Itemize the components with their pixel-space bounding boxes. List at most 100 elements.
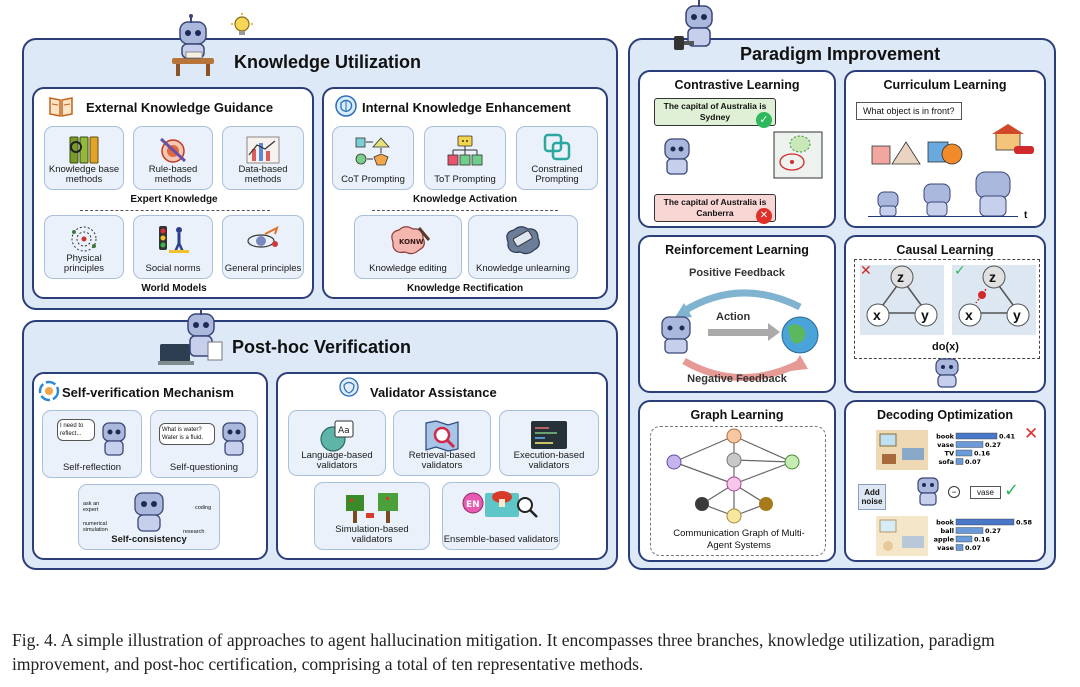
cot-prompting-card: CoT Prompting [332, 126, 414, 190]
orbit-icon [71, 226, 97, 252]
ens-icon-text: EN [466, 500, 480, 510]
lang-icon-text: Aa [338, 426, 350, 436]
cot-flow-icon [355, 137, 390, 166]
top-cross-icon: ✕ [1024, 424, 1039, 443]
output-token: vase [970, 486, 1001, 499]
external-knowledge-title: External Knowledge Guidance [86, 100, 274, 115]
bar-value: 0.41 [999, 433, 1016, 441]
shield-brain-icon [339, 377, 359, 397]
add-noise-button: Add noise [858, 484, 886, 510]
card-label: Knowledge editing [369, 263, 447, 274]
probability-bar [955, 518, 1015, 526]
reinforcement-learning-box: Reinforcement Learning Positive Feedback… [638, 235, 836, 393]
card-label: Self-consistency [111, 534, 187, 545]
curriculum-title: Curriculum Learning [883, 78, 1007, 92]
code-terminal-icon [531, 421, 567, 449]
self-consistency-card: ask an expert coding numerical simulatio… [78, 484, 220, 550]
probability-bar [955, 449, 973, 457]
decoding-optimization-box: Decoding Optimization Add noise − vase ✓… [844, 400, 1046, 562]
card-label: Ensemble-based validators [443, 534, 559, 545]
data-chart-icon [246, 136, 280, 164]
robot-dumbbell-icon [674, 0, 713, 50]
ensemble-validators-card: EN Ensemble-based validators [442, 482, 560, 550]
negative-feedback-label: Negative Feedback [687, 373, 787, 385]
expert-knowledge-label: Expert Knowledge [130, 194, 218, 205]
knowledge-base-methods-card: Knowledge base methods [44, 126, 124, 190]
divider [80, 210, 270, 211]
bar-value: 0.16 [974, 450, 991, 458]
contrastive-title: Contrastive Learning [674, 78, 800, 92]
bar-label: ball [941, 527, 955, 535]
brain-eraser-icon [506, 226, 540, 255]
ensemble-magnifier-icon: EN [462, 491, 538, 518]
physical-principles-card: Physical principles [44, 215, 124, 279]
pixel-trees-icon [346, 493, 398, 523]
world-models-label: World Models [141, 283, 207, 294]
brain-pencil-icon: KONW [391, 226, 431, 255]
consistency-item: ask an expert [83, 501, 100, 513]
robot-laptop-icon [158, 308, 223, 365]
paradigm-title: Paradigm Improvement [740, 44, 941, 64]
embedding-space-icon [773, 131, 823, 179]
self-questioning-card: What is water? Water is a fluid. Self-qu… [150, 410, 258, 478]
causal-node-y: y [921, 307, 929, 323]
graph-dashed-frame [650, 426, 826, 556]
negative-statement: The capital of Australia is Canberra [654, 194, 776, 222]
positive-statement: The capital of Australia is Sydney [654, 98, 776, 126]
tot-tree-icon [447, 135, 483, 166]
card-label: Constrained Prompting [531, 164, 583, 185]
causal-node-z: z [989, 269, 996, 285]
robot-icon [134, 492, 164, 532]
card-label: Social norms [145, 263, 201, 274]
card-label: Knowledge base methods [48, 164, 120, 185]
causal-node-x: x [965, 307, 973, 323]
internal-knowledge-title: Internal Knowledge Enhancement [362, 100, 571, 115]
do-operator-label: do(x) [932, 341, 959, 353]
card-label: General principles [224, 263, 302, 274]
constrained-prompting-card: Constrained Prompting [516, 126, 598, 190]
knowledge-editing-card: KONW Knowledge editing [354, 215, 462, 279]
svg-text:✕: ✕ [860, 263, 872, 279]
self-reflection-card: I need to reflect... Self-reflection [42, 410, 142, 478]
bar-label: vase [937, 544, 954, 552]
constrained-squares-icon [543, 133, 571, 161]
robot-icon [222, 422, 246, 456]
check-icon: ✓ [756, 112, 772, 128]
graph-label: Communication Graph of Multi-Agent Syste… [673, 528, 805, 551]
bar-label: sofa [938, 458, 954, 466]
probability-bar [955, 544, 964, 551]
robot-icon [664, 138, 690, 175]
bar-label: book [936, 519, 955, 527]
knowledge-utilization-title: Knowledge Utilization [234, 52, 421, 72]
causal-graphs: ✕ ✓ [860, 263, 1036, 335]
card-label: Data-based methods [238, 164, 288, 185]
social-norms-card: Social norms [133, 215, 213, 279]
reflection-bubble: I need to reflect... [57, 419, 95, 441]
bar-value: 0.07 [965, 458, 981, 466]
graph-title: Graph Learning [690, 408, 784, 422]
graph-learning-box: Graph Learning Communication Graph of Mu… [638, 400, 836, 562]
robot-icon [935, 358, 959, 388]
output-check-icon: ✓ [1004, 480, 1020, 500]
contrastive-learning-box: Contrastive Learning The capital of Aust… [638, 70, 836, 228]
retrieval-validators-card: Retrieval-based validators [393, 410, 491, 476]
action-label: Action [716, 311, 751, 323]
reinforcement-title: Reinforcement Learning [665, 243, 809, 257]
knowledge-unlearning-card: Knowledge unlearning [468, 215, 578, 279]
bar-label: book [936, 433, 955, 441]
bar-label: apple [934, 536, 955, 544]
card-label: Language-based validators [301, 450, 373, 471]
brain-chip-icon [335, 95, 357, 117]
consistency-item: coding [195, 505, 212, 511]
causal-node-x: x [873, 307, 881, 323]
bar-label: vase [937, 441, 954, 449]
robot-growth-icon [877, 171, 1011, 217]
traffic-light-icon [159, 226, 189, 253]
curriculum-learning-box: Curriculum Learning What object is in fr… [844, 70, 1046, 228]
bar-value: 0.27 [985, 527, 1001, 535]
general-principles-card: General principles [222, 215, 304, 279]
tot-prompting-card: ToT Prompting [424, 126, 506, 190]
causal-title: Causal Learning [896, 243, 994, 257]
card-label: Physical principles [63, 253, 105, 274]
